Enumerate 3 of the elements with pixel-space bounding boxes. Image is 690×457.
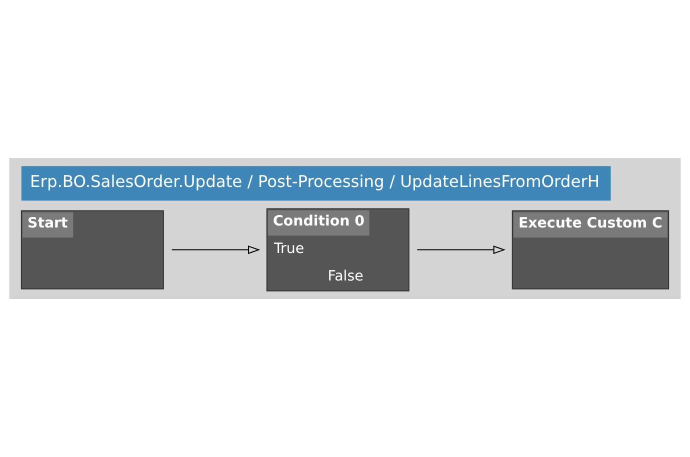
- arrow: [172, 246, 260, 254]
- arrow: [417, 246, 506, 254]
- diagram-title: Erp.BO.SalesOrder.Update / Post-Processing / UpdateLinesFromOrderH: [30, 172, 600, 192]
